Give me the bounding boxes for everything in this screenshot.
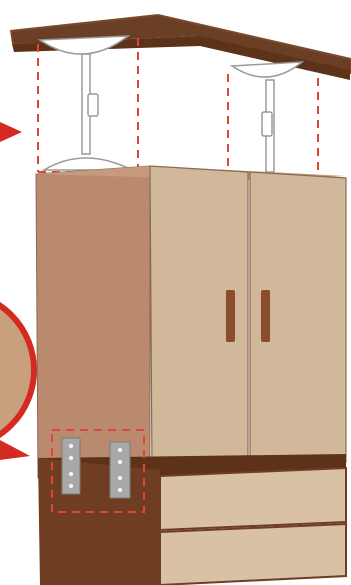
drawer-lower[interactable] (160, 524, 346, 585)
bracket-right (110, 442, 130, 498)
callout-arrow-bottom (0, 440, 30, 460)
cabinet-body (36, 166, 346, 478)
callout-arrow-top (0, 122, 22, 142)
bracket-left (62, 438, 80, 494)
left-door-handle[interactable] (226, 290, 235, 342)
callout-circle (0, 122, 34, 460)
overhead-shelf (10, 14, 351, 80)
shelf-plate-right (232, 62, 302, 77)
cabinet-side-face (36, 166, 150, 478)
right-anchor-arm (262, 80, 274, 172)
left-anchor-arm (44, 54, 132, 170)
shelf-plate-left (40, 36, 128, 54)
right-door-handle[interactable] (261, 290, 270, 342)
plinth-side (38, 458, 160, 585)
plinth-drawers (38, 454, 346, 585)
callout-ring (0, 292, 34, 448)
drawer-upper[interactable] (160, 468, 346, 530)
